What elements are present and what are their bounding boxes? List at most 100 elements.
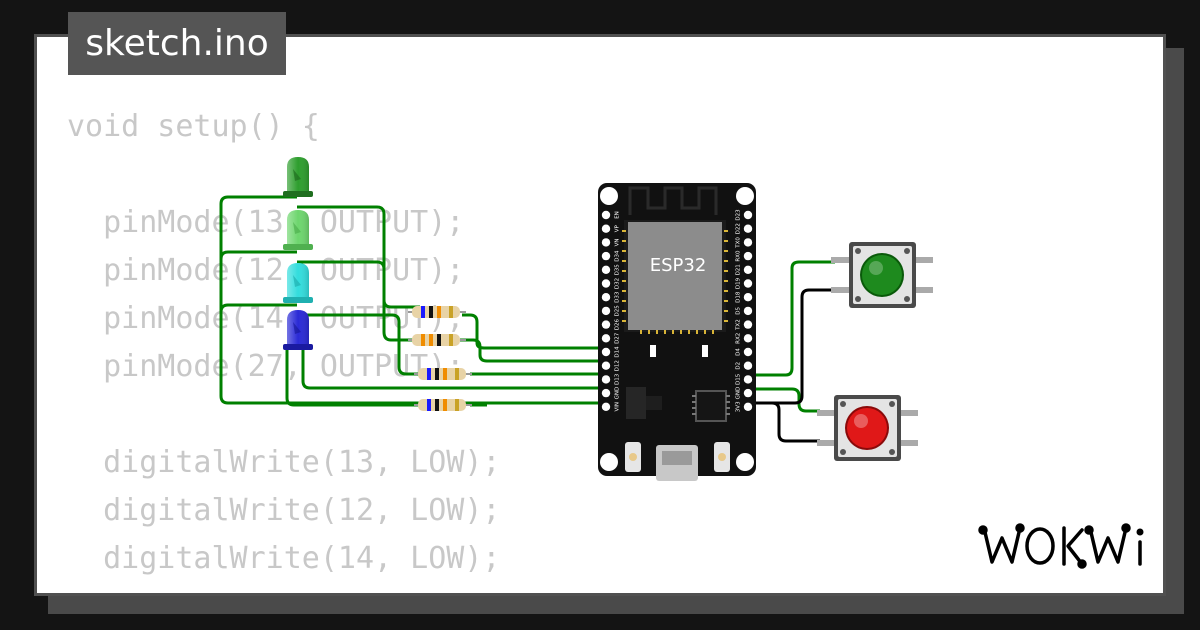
pin-label: D2 bbox=[736, 362, 742, 370]
pushbutton-red[interactable] bbox=[817, 395, 918, 461]
pin-label: TX0 bbox=[736, 237, 742, 249]
led-cyan[interactable] bbox=[283, 263, 313, 303]
pin-en[interactable] bbox=[601, 210, 611, 220]
pin-d25[interactable] bbox=[601, 306, 611, 316]
wire-d2-btn-green[interactable] bbox=[750, 260, 835, 377]
pin-d12[interactable] bbox=[601, 361, 611, 370]
wokwi-logo bbox=[978, 523, 1144, 569]
pin-d15[interactable] bbox=[743, 375, 753, 384]
pin-d4[interactable] bbox=[743, 347, 753, 357]
wire-led4-anode[interactable] bbox=[301, 350, 606, 390]
file-tab[interactable]: sketch.ino bbox=[68, 12, 286, 75]
pin-d5[interactable] bbox=[743, 306, 753, 316]
wire-r1-d13[interactable] bbox=[462, 313, 606, 350]
wire-led3-anode[interactable] bbox=[297, 313, 420, 376]
pin-label: D27 bbox=[615, 332, 621, 344]
pin-rx2[interactable] bbox=[743, 334, 753, 343]
pin-label: GND bbox=[736, 387, 742, 400]
pin-label: VN bbox=[615, 238, 621, 246]
code-line: digitalWrite(14, LOW); bbox=[67, 541, 501, 576]
pin-label: GND bbox=[615, 387, 621, 400]
chip-label: ESP32 bbox=[650, 255, 707, 276]
pin-label: TX2 bbox=[736, 319, 742, 331]
pin-d34[interactable] bbox=[601, 251, 611, 261]
pin-d21[interactable] bbox=[743, 265, 753, 274]
pin-label: D13 bbox=[615, 373, 621, 385]
wires bbox=[219, 195, 835, 413]
pin-label: D33 bbox=[615, 291, 621, 303]
pin-d13[interactable] bbox=[601, 375, 611, 384]
pin-rx0[interactable] bbox=[743, 251, 753, 261]
pin-label: D12 bbox=[615, 360, 621, 371]
resistor-4[interactable] bbox=[414, 399, 472, 411]
wire-d15-btn-red[interactable] bbox=[750, 387, 820, 413]
pin-d23[interactable] bbox=[743, 210, 753, 220]
pin-label: D5 bbox=[736, 307, 742, 315]
wire-led4-cathode[interactable] bbox=[285, 350, 420, 407]
wire-led2-anode[interactable] bbox=[297, 260, 420, 342]
pin-d33[interactable] bbox=[601, 293, 611, 302]
resistor-2[interactable] bbox=[408, 334, 466, 346]
pin-tx2[interactable] bbox=[743, 320, 753, 329]
code-line: pinMode(12, OUTPUT); bbox=[67, 253, 465, 288]
pin-d35[interactable] bbox=[601, 265, 611, 274]
led-green-dark[interactable] bbox=[283, 157, 313, 197]
wire-gnd-bus[interactable] bbox=[219, 195, 606, 405]
wire-led2-cathode[interactable] bbox=[219, 250, 297, 300]
pin-d18[interactable] bbox=[743, 293, 753, 302]
esp32-chip bbox=[628, 222, 722, 330]
code-line: digitalWrite(27, LOW); bbox=[67, 583, 500, 593]
left-pin-header: ENVPVND34D35D32D33D25D26D27D14D12D13GNDV… bbox=[601, 210, 621, 412]
pin-d22[interactable] bbox=[743, 224, 753, 233]
wires-black bbox=[750, 288, 835, 443]
led-green-light[interactable] bbox=[283, 210, 313, 250]
pin-gnd[interactable] bbox=[601, 388, 611, 398]
pin-d27[interactable] bbox=[601, 334, 611, 343]
usb-uart-chip bbox=[695, 390, 727, 422]
pin-label: D34 bbox=[615, 250, 621, 262]
pin-label: D19 bbox=[736, 277, 742, 289]
pin-label: RX0 bbox=[736, 250, 742, 262]
right-pin-header: D23D22TX0RX0D21D19D18D5TX2RX2D4D2D15GND3… bbox=[736, 209, 753, 412]
wire-led1-anode[interactable] bbox=[297, 205, 420, 309]
pin-tx0[interactable] bbox=[743, 238, 753, 247]
pin-vin[interactable] bbox=[601, 402, 611, 411]
resistor-1[interactable] bbox=[408, 306, 466, 318]
pin-gnd[interactable] bbox=[743, 388, 753, 398]
pushbutton-green[interactable] bbox=[831, 242, 933, 308]
pin-label: D18 bbox=[736, 291, 742, 303]
esp32-board[interactable]: ESP32 ENVPVND34D35D32D33D25D26D27D14D12D… bbox=[598, 183, 756, 481]
pin-vp[interactable] bbox=[601, 224, 611, 233]
pin-label: D35 bbox=[615, 264, 621, 276]
code-line: void setup() { bbox=[67, 109, 320, 144]
resistor-3[interactable] bbox=[414, 368, 472, 380]
pin-label: D26 bbox=[615, 318, 621, 330]
pin-d26[interactable] bbox=[601, 320, 611, 329]
pin-label: D21 bbox=[736, 264, 742, 275]
pin-d19[interactable] bbox=[743, 279, 753, 288]
led-blue[interactable] bbox=[283, 310, 313, 350]
pin-label: D22 bbox=[736, 223, 742, 234]
pin-d2[interactable] bbox=[743, 361, 753, 370]
wire-r2-d12[interactable] bbox=[460, 338, 606, 363]
wire-gnd-btn-red[interactable] bbox=[750, 401, 820, 443]
pin-d32[interactable] bbox=[601, 279, 611, 288]
pin-label: D32 bbox=[615, 278, 621, 289]
pin-label: 3V3 bbox=[736, 401, 742, 412]
pin-label: D14 bbox=[615, 346, 621, 358]
code-line: pinMode(13, OUTPUT); bbox=[67, 205, 465, 240]
pin-d14[interactable] bbox=[601, 347, 611, 357]
pin-label: D4 bbox=[736, 348, 742, 356]
wire-gnd-btn-green[interactable] bbox=[750, 288, 835, 405]
code-line: digitalWrite(13, LOW); bbox=[67, 445, 501, 480]
pin-vn[interactable] bbox=[601, 238, 611, 247]
code-line: digitalWrite(12, LOW); bbox=[67, 493, 501, 528]
pin-label: VIN bbox=[615, 402, 621, 412]
pin-label: D15 bbox=[736, 373, 742, 385]
wire-led3-cathode[interactable] bbox=[219, 303, 297, 360]
pin-label: VP bbox=[615, 224, 621, 232]
pin-label: D25 bbox=[615, 305, 621, 317]
pin-3v3[interactable] bbox=[743, 402, 753, 411]
pin-label: RX2 bbox=[736, 333, 742, 344]
